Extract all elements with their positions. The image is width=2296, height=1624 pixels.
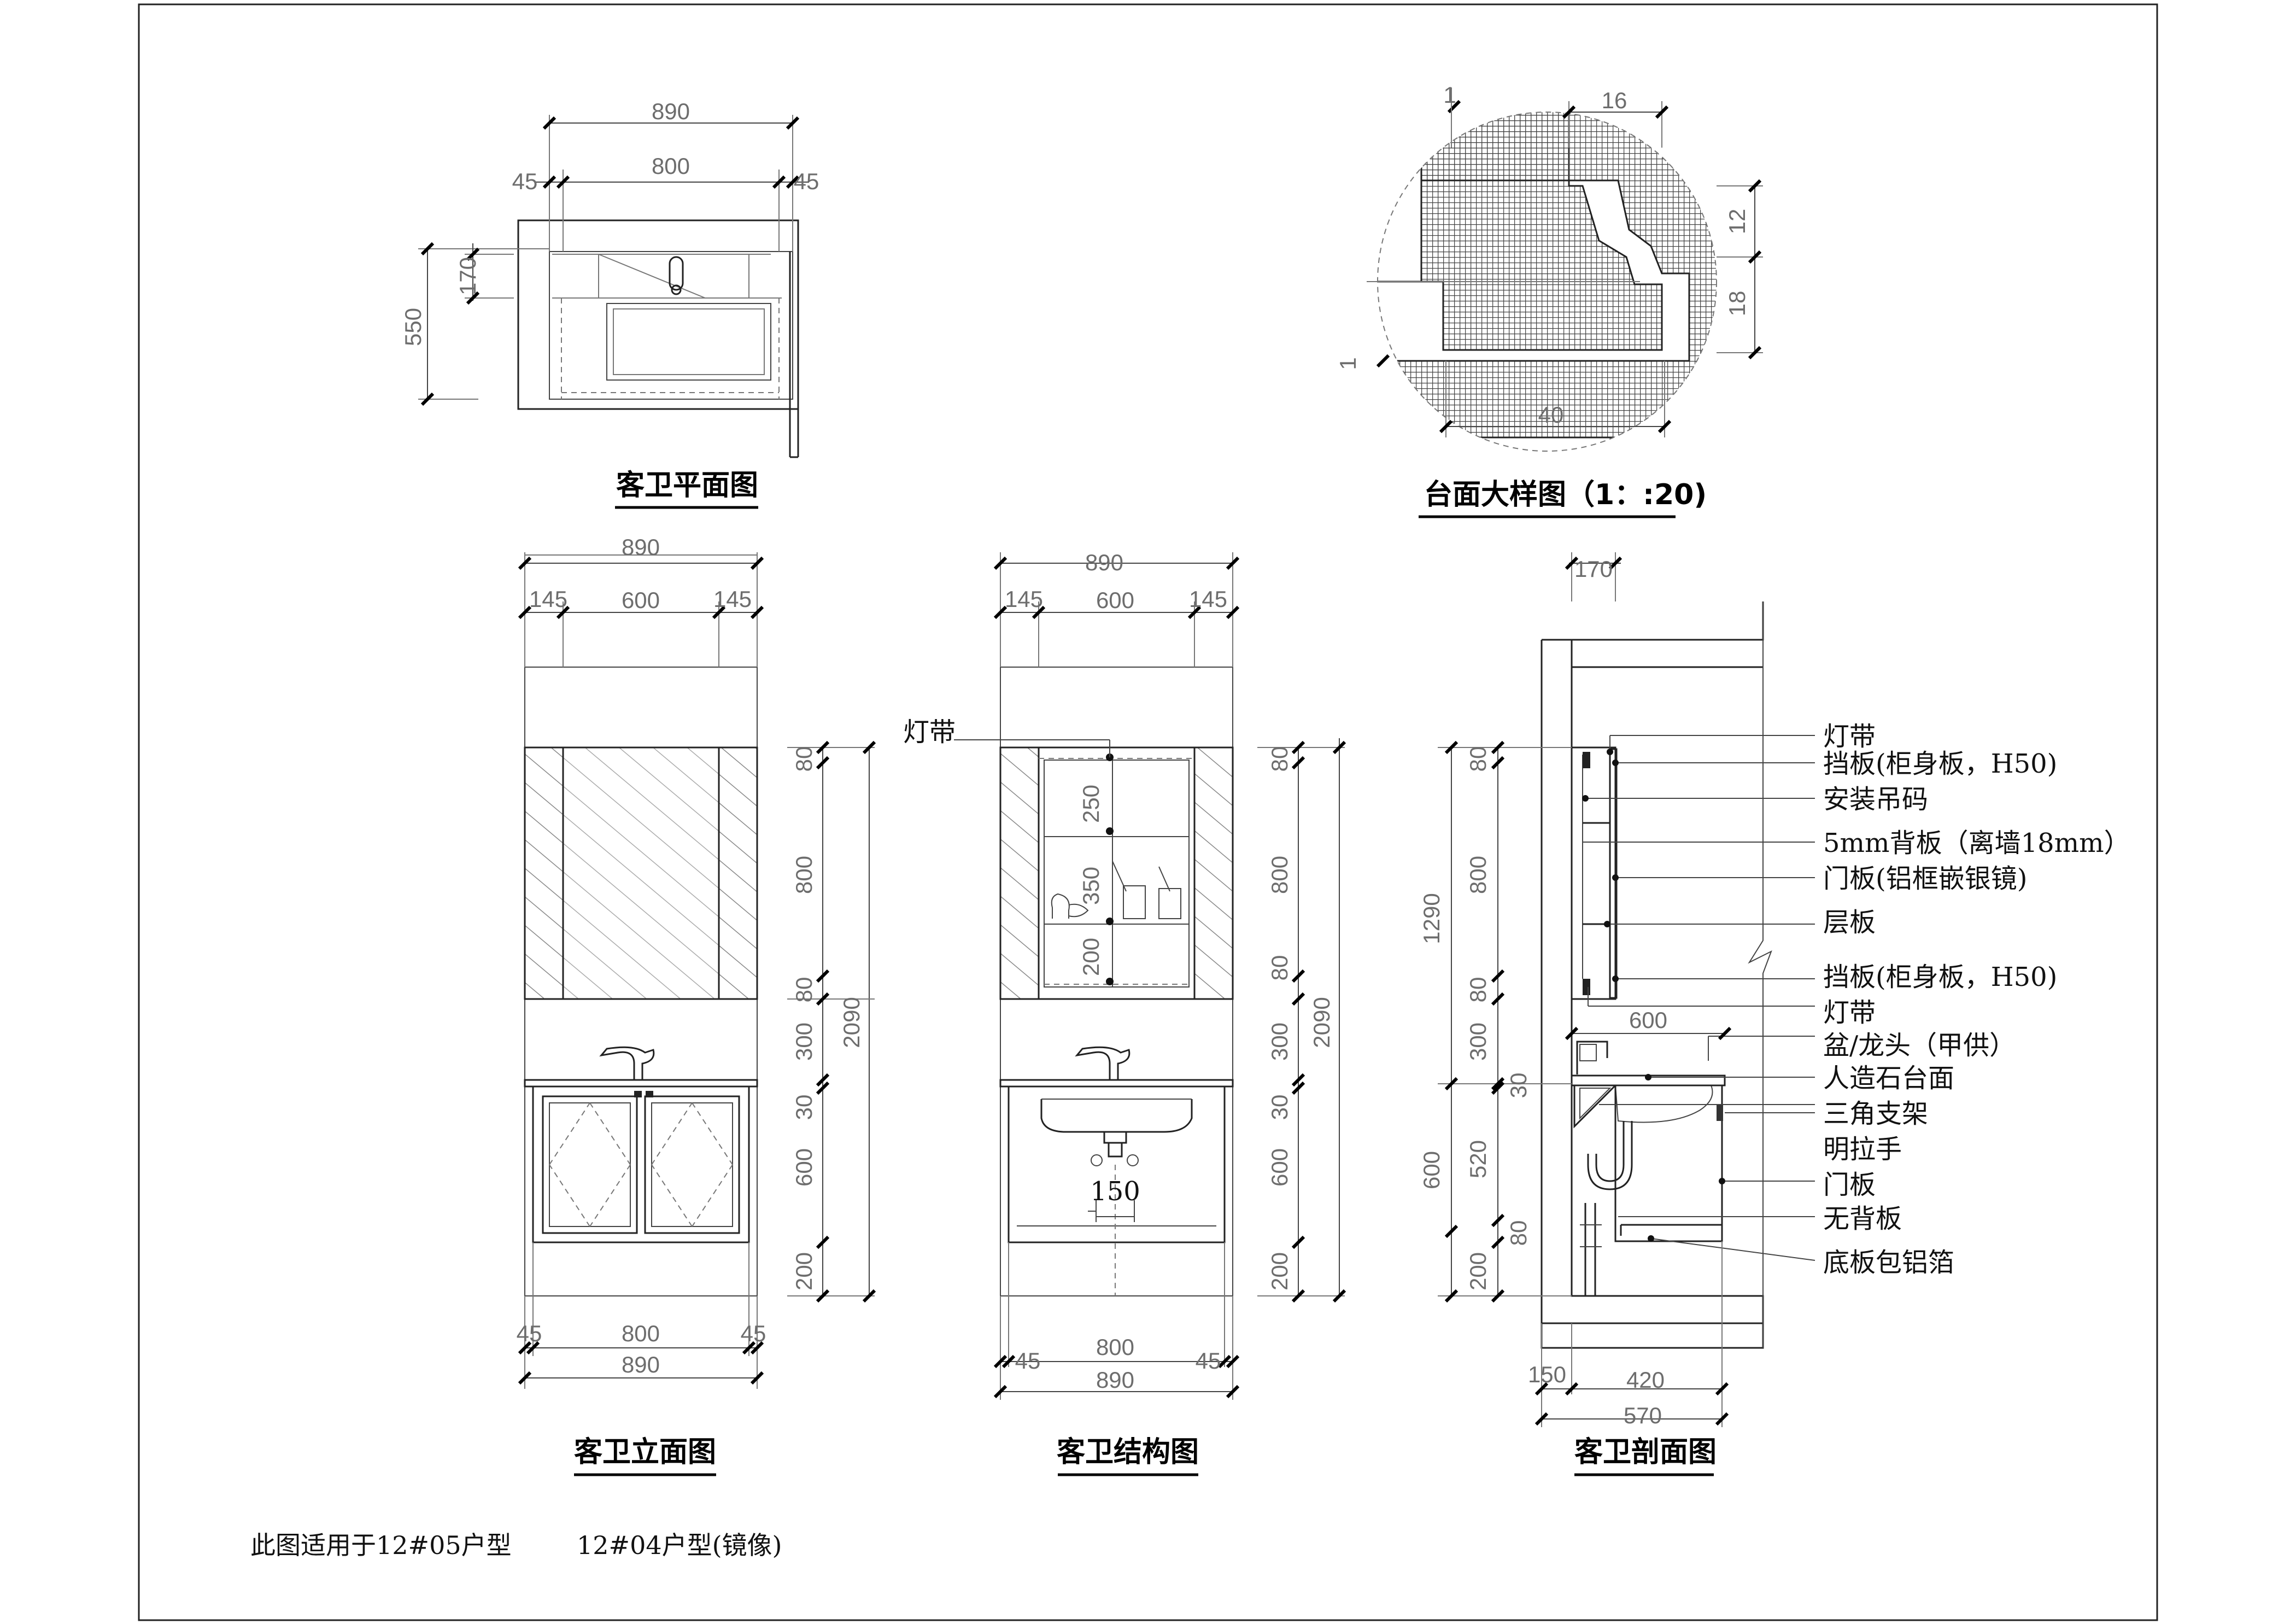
elev-total-height: 2090 <box>839 997 864 1048</box>
elev-side-2: 80 <box>791 977 817 1003</box>
struct-drain-dim: 150 <box>1090 1176 1140 1207</box>
section-label-6: 挡板(柜身板，H50) <box>1823 962 2057 992</box>
elevation-title: 客卫立面图 <box>574 1436 716 1469</box>
note-text-1: 此图适用于12#05户型 <box>250 1530 512 1560</box>
struct-shelf-1: 350 <box>1078 867 1104 905</box>
detail-dim-right-upper: 12 <box>1724 209 1750 235</box>
struct-side-4: 30 <box>1267 1095 1292 1120</box>
struct-shelf-0: 250 <box>1078 785 1104 823</box>
detail-title: 台面大样图（1：:20) <box>1424 478 1707 511</box>
structure-view <box>954 552 1346 1400</box>
structure-light-label: 灯带 <box>903 717 956 747</box>
section-view <box>1438 552 1815 1427</box>
plan-title: 客卫平面图 <box>616 469 758 502</box>
section-bottom-overall: 570 <box>1624 1403 1662 1428</box>
section-label-3: 5mm背板（离墙18mm） <box>1823 828 2130 858</box>
elevation-view <box>518 552 876 1389</box>
plan-dim-inner: 800 <box>652 153 690 179</box>
struct-side-2: 80 <box>1267 955 1292 981</box>
section-label-9: 人造石台面 <box>1823 1063 1954 1094</box>
elev-bottom-center: 800 <box>622 1321 660 1346</box>
elev-dim-center: 600 <box>622 587 660 613</box>
section-label-14: 底板包铝箔 <box>1823 1247 1954 1278</box>
elev-dim-right: 145 <box>713 586 752 612</box>
plan-dim-right: 45 <box>794 168 819 194</box>
struct-side-5: 600 <box>1267 1148 1292 1187</box>
elev-side-0: 80 <box>791 746 817 772</box>
section-label-5: 层板 <box>1823 907 1876 938</box>
struct-dim-center: 600 <box>1096 587 1134 613</box>
note-text-2: 12#04户型(镜像) <box>577 1530 782 1560</box>
section-title: 客卫剖面图 <box>1574 1436 1717 1469</box>
elev-dim-overall: 890 <box>622 534 660 560</box>
section-label-0: 灯带 <box>1823 721 1876 752</box>
section-upper-0: 80 <box>1465 746 1491 772</box>
section-label-4: 门板(铝框嵌银镜) <box>1823 863 2027 894</box>
section-mid-0: 300 <box>1465 1023 1491 1061</box>
detail-dim-right-lower: 18 <box>1724 291 1750 317</box>
elev-side-3: 300 <box>791 1023 817 1061</box>
struct-bottom-center: 800 <box>1096 1334 1134 1360</box>
section-label-1: 挡板(柜身板，H50) <box>1823 749 2057 779</box>
section-bottom-wall: 150 <box>1528 1362 1566 1387</box>
section-label-11: 明拉手 <box>1823 1134 1902 1165</box>
section-label-2: 安装吊码 <box>1823 784 1928 815</box>
plan-dim-tap: 170 <box>455 257 481 295</box>
section-top-dim: 170 <box>1574 556 1613 582</box>
struct-bottom-left: 45 <box>1015 1348 1041 1374</box>
section-label-7: 灯带 <box>1823 997 1876 1028</box>
struct-side-0: 80 <box>1267 746 1292 772</box>
elev-side-6: 200 <box>791 1252 817 1290</box>
countertop-detail <box>1367 87 1763 452</box>
structure-title: 客卫结构图 <box>1057 1436 1199 1469</box>
elev-dim-left: 145 <box>529 586 567 612</box>
section-label-8: 盆/龙头（甲供） <box>1823 1030 2016 1061</box>
section-lower-total: 600 <box>1419 1151 1444 1189</box>
sheet-border <box>138 3 2158 1621</box>
plan-dim-overall: 890 <box>652 98 690 124</box>
elev-side-1: 800 <box>791 856 817 894</box>
section-lower-1: 80 <box>1506 1220 1531 1246</box>
section-mid-1: 30 <box>1506 1073 1531 1099</box>
struct-bottom-right: 45 <box>1196 1348 1221 1374</box>
plan-view <box>418 115 809 458</box>
struct-total-height: 2090 <box>1309 997 1334 1048</box>
elev-side-4: 30 <box>791 1095 817 1120</box>
plan-dim-depth: 550 <box>400 308 426 346</box>
section-label-10: 三角支架 <box>1823 1099 1928 1129</box>
elev-bottom-left: 45 <box>517 1321 542 1346</box>
struct-dim-right: 145 <box>1189 586 1227 612</box>
struct-shelf-2: 200 <box>1078 938 1104 976</box>
struct-side-1: 800 <box>1267 856 1292 894</box>
detail-dim-bottom: 40 <box>1538 402 1564 428</box>
elev-side-5: 600 <box>791 1148 817 1187</box>
detail-dim-top: 16 <box>1602 87 1627 113</box>
section-upper-total: 1290 <box>1419 893 1444 944</box>
section-bottom-dim: 200 <box>1465 1252 1491 1290</box>
elev-bottom-overall: 890 <box>622 1352 660 1377</box>
section-label-13: 无背板 <box>1823 1204 1902 1234</box>
plan-dim-left: 45 <box>512 168 538 194</box>
section-upper-1: 800 <box>1465 856 1491 894</box>
section-upper-2: 80 <box>1465 977 1491 1003</box>
struct-side-3: 300 <box>1267 1023 1292 1061</box>
section-label-12: 门板 <box>1823 1170 1876 1200</box>
detail-dim-left: 1 <box>1443 82 1456 108</box>
section-counter-depth: 600 <box>1629 1007 1667 1033</box>
struct-dim-left: 145 <box>1005 586 1043 612</box>
struct-side-6: 200 <box>1267 1252 1292 1290</box>
section-bottom-cabinet: 420 <box>1626 1367 1665 1393</box>
elev-bottom-right: 45 <box>741 1321 766 1346</box>
struct-dim-overall: 890 <box>1085 550 1123 575</box>
struct-bottom-overall: 890 <box>1096 1367 1134 1393</box>
section-lower-0: 520 <box>1465 1140 1491 1178</box>
detail-dim-bottom-left: 1 <box>1335 357 1361 370</box>
